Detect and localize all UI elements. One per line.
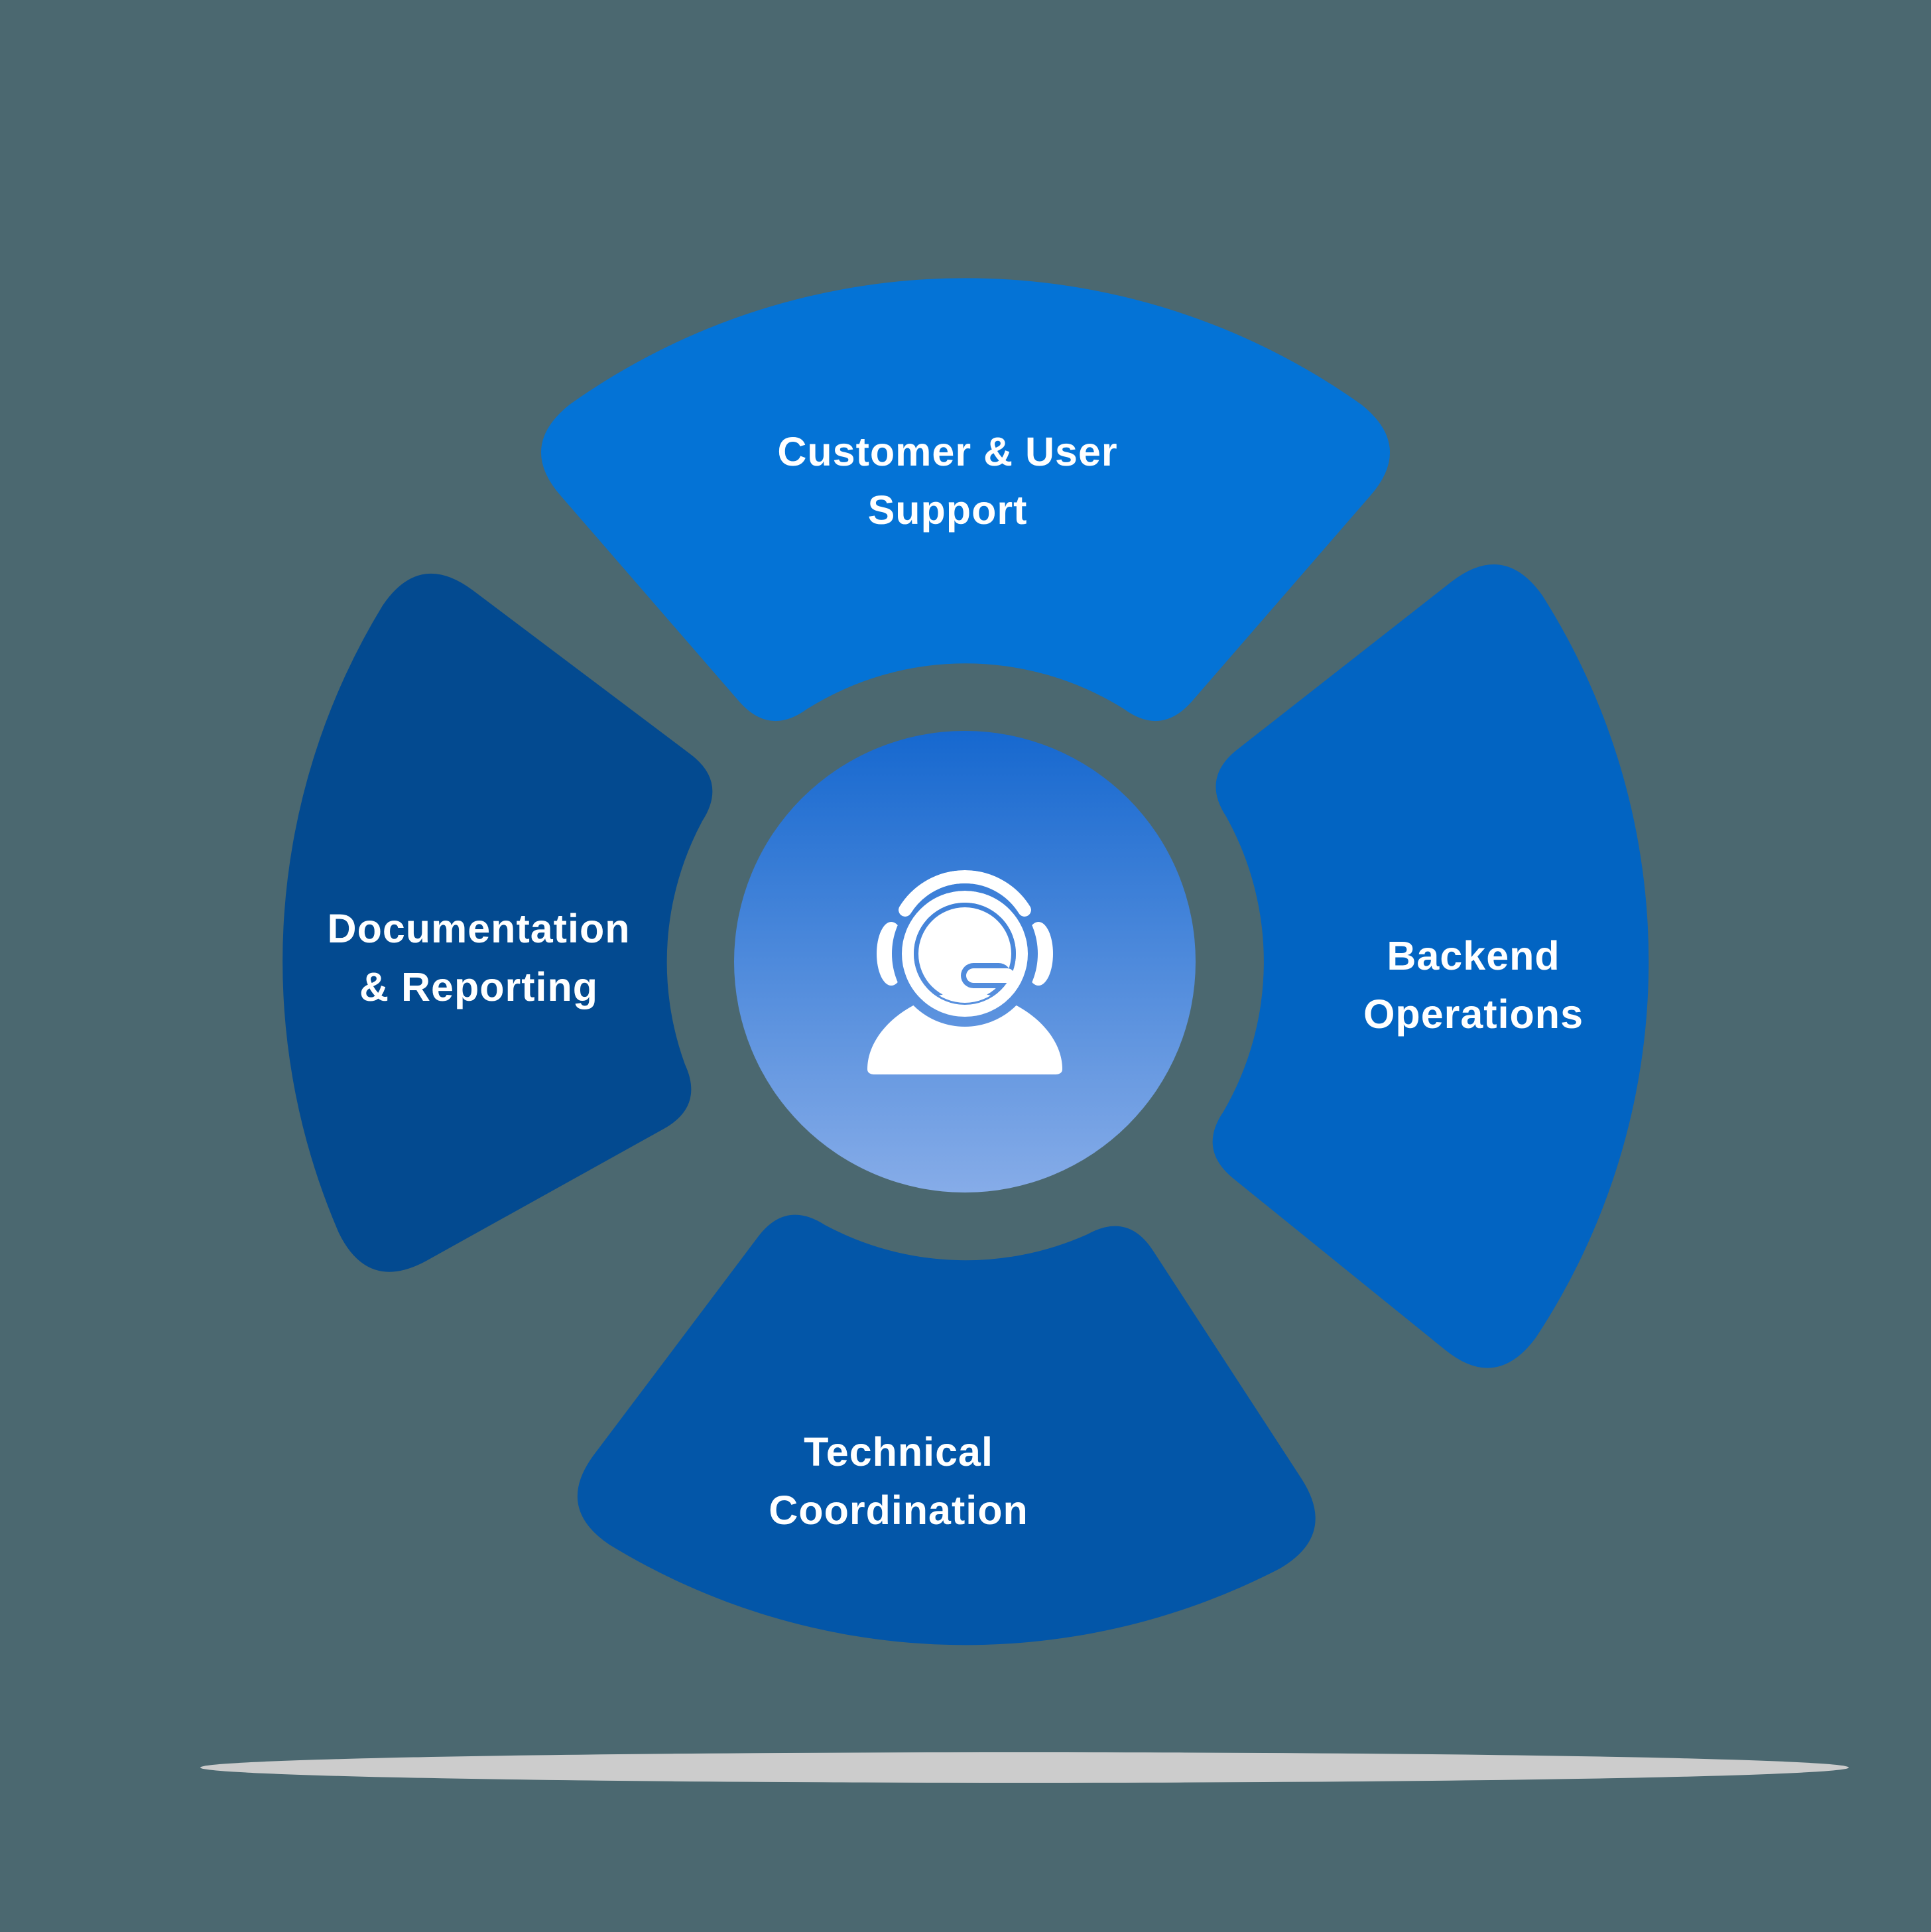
segment-backend-operations <box>1212 564 1649 1368</box>
label-backend-operations-line1: Backend <box>1387 933 1560 978</box>
label-documentation-reporting-line1: Documentation <box>328 906 631 951</box>
label-technical-coordination-line2: Coordination <box>769 1488 1028 1533</box>
ear-pad-left-icon <box>877 922 906 986</box>
mic-boom-icon <box>966 968 1015 983</box>
label-documentation-reporting-line2: & Reporting <box>359 964 598 1009</box>
label-customer-user-support-line2: Support <box>868 487 1028 533</box>
ear-pad-right-icon <box>1024 922 1053 986</box>
headset-agent-icon <box>867 870 1062 1074</box>
segment-documentation-reporting <box>282 573 713 1272</box>
label-backend-operations-line2: Operations <box>1363 992 1584 1037</box>
headset-ring-icon <box>902 891 1028 1017</box>
agent-body-icon <box>867 992 1062 1074</box>
segment-customer-user-support <box>540 278 1391 722</box>
label-customer-user-support-line1: Customer & User <box>777 429 1117 474</box>
label-technical-coordination-line1: Technical <box>804 1429 993 1474</box>
ground-shadow <box>200 1752 1849 1783</box>
segment-labels: Customer & User Support Backend Operatio… <box>328 429 1584 1533</box>
segment-technical-coordination <box>577 1214 1316 1645</box>
headband-icon <box>899 870 1031 917</box>
agent-head-icon <box>918 907 1011 1000</box>
